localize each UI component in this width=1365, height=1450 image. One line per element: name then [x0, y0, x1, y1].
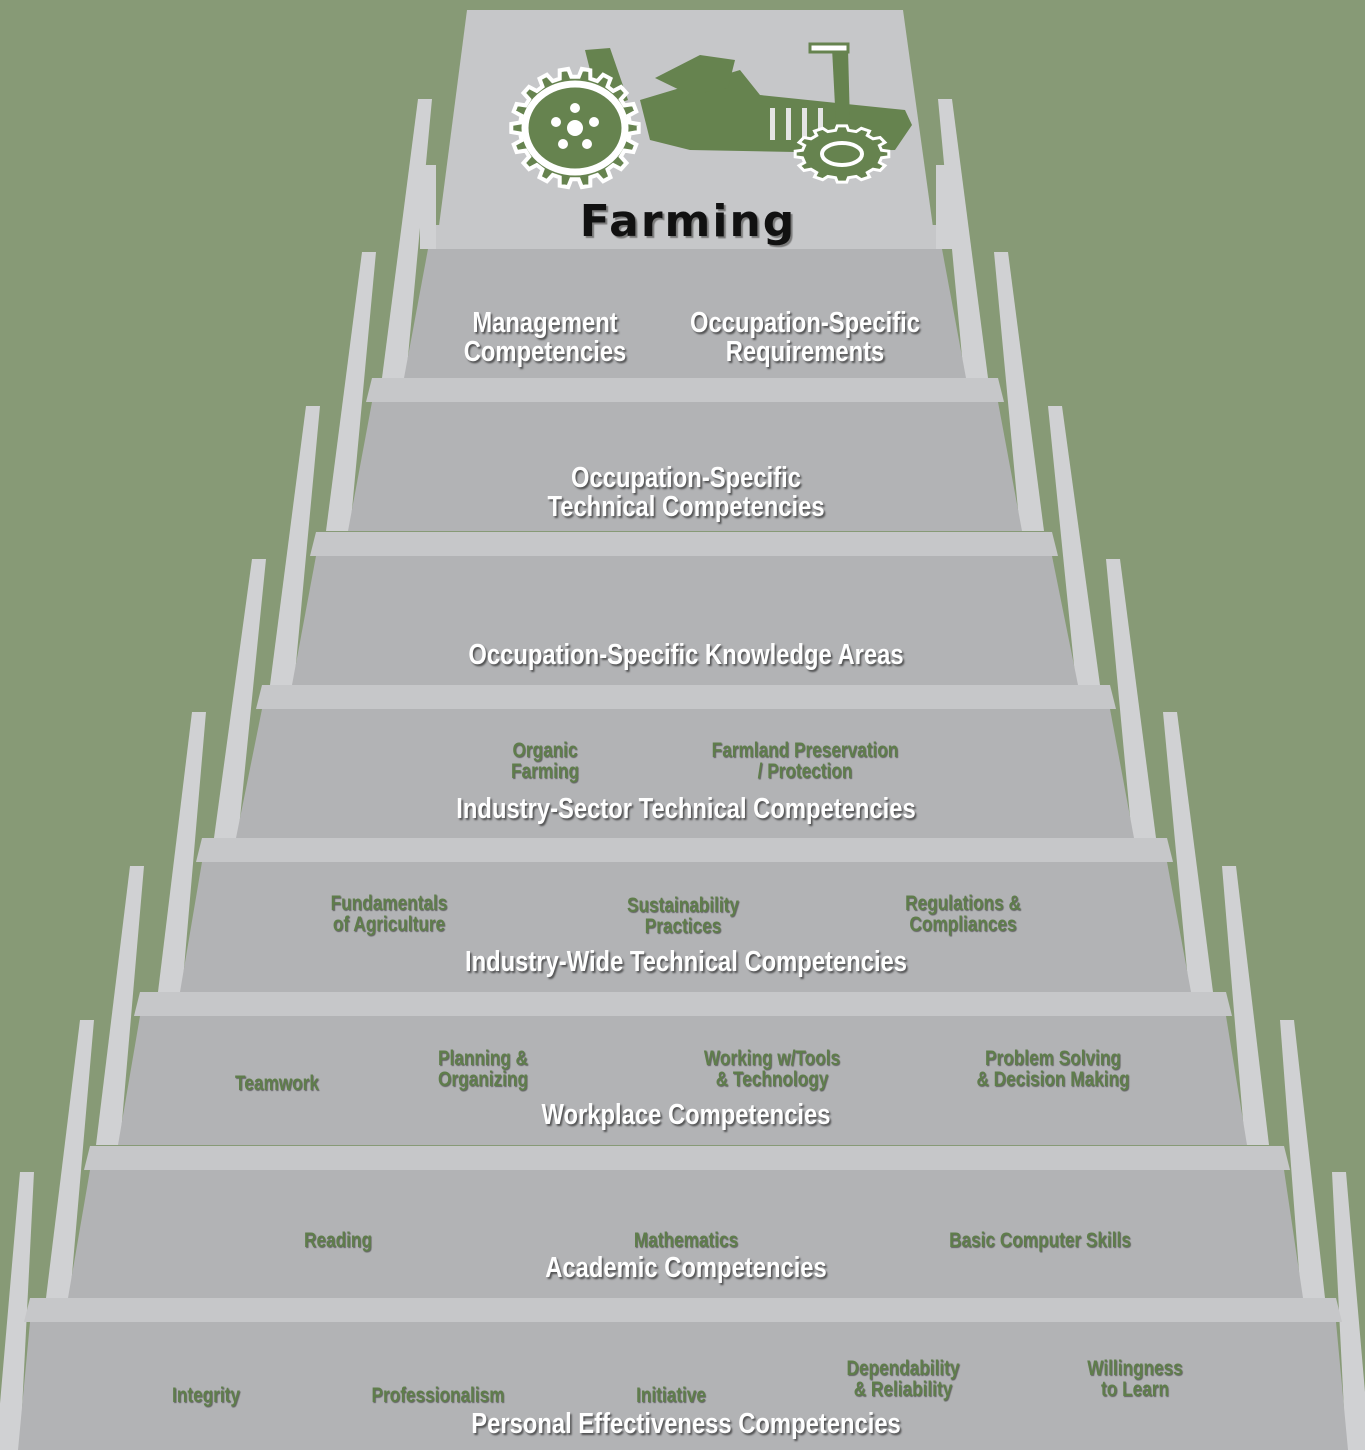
workplace-competencies-title: Workplace Competencies — [541, 1099, 831, 1131]
item-planning-organizing: Planning &Organizing — [438, 1047, 528, 1091]
item-farmland-preservation: Farmland Preservation/ Protection — [711, 739, 899, 783]
step-top-1 — [84, 1146, 1290, 1170]
step-face-3 — [180, 862, 1191, 992]
item-dependability-reliability: Dependability& Reliability — [846, 1357, 960, 1401]
step-right-rail-4 — [1106, 559, 1156, 838]
step-face-5 — [292, 556, 1078, 685]
item-teamwork: Teamwork — [235, 1072, 319, 1095]
step-top-0 — [24, 1298, 1342, 1322]
industry-sector-technical-competencies-title: Industry-Sector Technical Competencies — [456, 793, 916, 825]
step-top-4 — [256, 685, 1116, 709]
step-top-3 — [196, 838, 1173, 862]
step-left-rail-3 — [158, 712, 206, 992]
academic-competencies-title: Academic Competencies — [545, 1252, 827, 1284]
step-left-rail-6 — [326, 252, 376, 531]
step-face-2 — [118, 1016, 1247, 1145]
step-right-rail-3 — [1163, 712, 1213, 992]
step-left-rail-4 — [214, 559, 266, 838]
item-basic-computer-skills: Basic Computer Skills — [949, 1229, 1131, 1252]
item-initiative: Initiative — [636, 1384, 706, 1407]
step-face-6 — [348, 402, 1022, 531]
step-face-1 — [68, 1170, 1303, 1298]
step-right-rail-5 — [1048, 406, 1100, 685]
personal-effectiveness-competencies-title: Personal Effectiveness Competencies — [471, 1408, 901, 1440]
step-face-0 — [18, 1322, 1348, 1450]
farming-title: Farming — [579, 196, 797, 247]
industry-wide-technical-competencies-title: Industry-Wide Technical Competencies — [464, 946, 908, 978]
step-face-7 — [404, 249, 966, 378]
item-reading: Reading — [304, 1229, 372, 1252]
tractor-icon — [509, 42, 912, 190]
step-left-rail-7 — [382, 99, 432, 378]
step-right-rail-0 — [1332, 1172, 1365, 1450]
step-right-rail-1 — [1280, 1020, 1325, 1298]
step-top-6 — [366, 378, 1004, 402]
step-left-rail-2 — [96, 866, 144, 1145]
step-left-rail-5 — [270, 406, 320, 685]
item-problem-solving: Problem Solving& Decision Making — [976, 1047, 1130, 1091]
item-integrity: Integrity — [172, 1384, 240, 1407]
item-professionalism: Professionalism — [371, 1384, 505, 1407]
step-top-5 — [310, 532, 1058, 556]
step-right-rail-2 — [1222, 866, 1269, 1145]
step-top-2 — [134, 992, 1232, 1016]
occupation-specific-knowledge-areas-title: Occupation-Specific Knowledge Areas — [468, 639, 904, 671]
step-left-rail-0 — [0, 1172, 34, 1450]
apex-left-edge — [420, 165, 436, 249]
item-working-with-tools: Working w/Tools& Technology — [703, 1047, 841, 1091]
item-regulations-compliances: Regulations &Compliances — [905, 892, 1021, 936]
item-mathematics: Mathematics — [633, 1229, 739, 1252]
step-face-4 — [236, 709, 1134, 838]
apex-right-edge — [936, 165, 952, 249]
step-right-rail-6 — [994, 252, 1044, 531]
step-left-rail-1 — [46, 1020, 94, 1298]
